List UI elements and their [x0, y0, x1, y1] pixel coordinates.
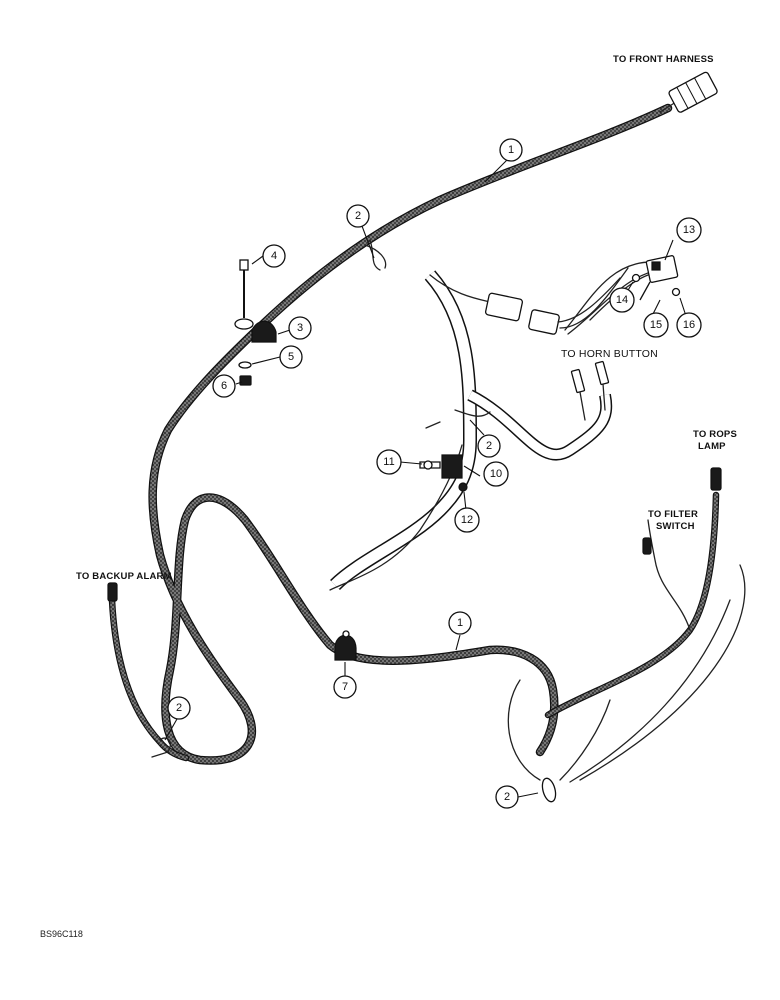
svg-text:1: 1: [457, 617, 463, 629]
callout-7: 7: [333, 675, 357, 699]
filter-switch-connector: [642, 537, 652, 555]
ground-leads: [507, 564, 746, 803]
clamp-3-hardware: [234, 259, 277, 386]
svg-text:12: 12: [461, 514, 473, 526]
label-rops-lamp-1: TO ROPS: [693, 429, 737, 440]
svg-text:14: 14: [616, 294, 628, 306]
svg-text:2: 2: [486, 440, 492, 452]
rops-lamp-connector: [710, 467, 722, 491]
svg-text:2: 2: [176, 702, 182, 714]
callout-1-lower: 1: [448, 611, 472, 635]
svg-text:7: 7: [342, 681, 348, 693]
backup-alarm-connector: [107, 582, 118, 602]
label-filter-switch-2: SWITCH: [656, 521, 695, 532]
label-rops-lamp-2: LAMP: [698, 441, 726, 452]
callout-6: 6: [212, 374, 236, 398]
callout-4: 4: [262, 244, 286, 268]
svg-text:1: 1: [508, 144, 514, 156]
svg-text:16: 16: [683, 319, 695, 331]
svg-text:13: 13: [683, 224, 695, 236]
callout-2-left: 2: [167, 696, 191, 720]
label-backup-alarm: TO BACKUP ALARM: [76, 571, 172, 582]
callout-2-bottom: 2: [495, 785, 519, 809]
svg-text:11: 11: [383, 456, 394, 468]
callout-11: 11: [376, 449, 402, 475]
callout-2-horn: 2: [477, 434, 501, 458]
svg-text:2: 2: [355, 210, 361, 222]
callout-2-upper: 2: [346, 204, 370, 228]
svg-text:2: 2: [504, 791, 510, 803]
label-horn-button: TO HORN BUTTON: [561, 348, 658, 360]
svg-text:10: 10: [490, 468, 502, 480]
svg-text:3: 3: [297, 322, 303, 334]
clamp-10-hardware: [329, 444, 468, 591]
svg-text:4: 4: [271, 250, 277, 262]
callout-10: 10: [483, 461, 509, 487]
callout-1-upper: 1: [499, 138, 523, 162]
callout-15: 15: [643, 312, 669, 338]
clamp-7: [334, 630, 357, 661]
main-harness: [148, 103, 673, 765]
svg-text:15: 15: [650, 319, 662, 331]
callout-14: 14: [609, 287, 635, 313]
front-harness-connector: [659, 71, 718, 113]
rops-branch: [544, 467, 722, 719]
tie-straps: [151, 239, 491, 758]
svg-text:6: 6: [221, 380, 227, 392]
callout-3: 3: [288, 316, 312, 340]
label-filter-switch-1: TO FILTER: [648, 509, 698, 520]
svg-text:5: 5: [288, 351, 294, 363]
backup-alarm-branch: [107, 582, 190, 762]
label-front-harness: TO FRONT HARNESS: [613, 54, 714, 65]
callout-12: 12: [454, 507, 480, 533]
callout-5: 5: [279, 345, 303, 369]
drawing-code: BS96C118: [40, 929, 83, 939]
callout-16: 16: [676, 312, 702, 338]
horn-loom: [330, 267, 629, 591]
ground-eyelet: [541, 777, 557, 803]
callout-13: 13: [676, 217, 702, 243]
